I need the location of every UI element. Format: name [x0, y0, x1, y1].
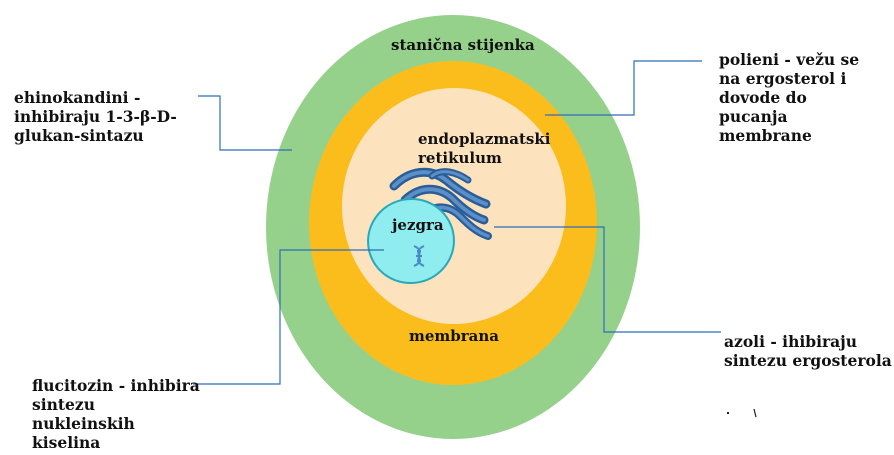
leader-azoles	[494, 226, 721, 333]
membrane-label: membrana	[409, 327, 500, 345]
leader-lines	[193, 60, 721, 385]
annotation-echinocandins: ehinokandini - inhibiraju 1-3-β-D- gluka…	[14, 88, 177, 145]
stray-mark	[753, 408, 757, 418]
er-label: endoplazmatski retikulum	[418, 130, 551, 167]
leader-flucytosine	[193, 249, 384, 385]
annotation-flucytosine: flucitozin - inhibira sintezu nukleinski…	[32, 376, 200, 452]
nucleus-label: jezgra	[392, 216, 444, 234]
stray-mark	[727, 412, 729, 414]
leader-echinocandins	[198, 95, 292, 151]
annotation-polyenes: polieni - vežu se na ergosterol i dovode…	[719, 50, 860, 145]
annotation-azoles: azoli - ihibiraju sintezu ergosterola	[724, 332, 892, 370]
leader-polyenes	[545, 60, 702, 116]
dna-icon	[413, 245, 425, 267]
cell-wall-label: stanična stijenka	[391, 36, 535, 54]
